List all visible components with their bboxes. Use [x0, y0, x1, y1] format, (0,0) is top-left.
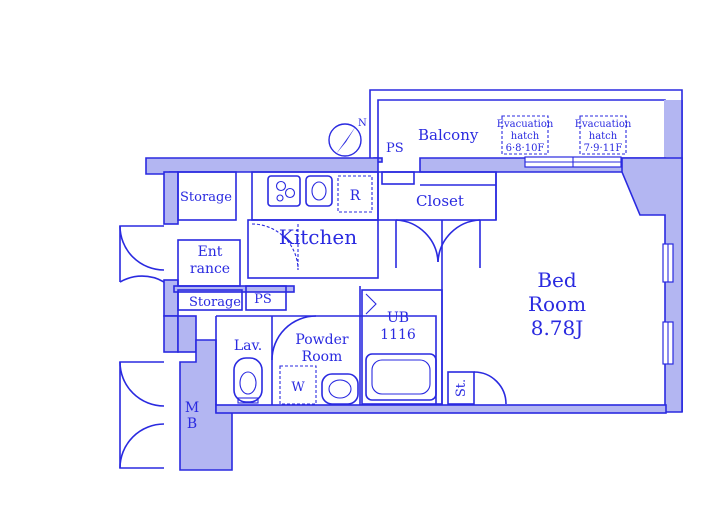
refrigerator-label: R — [350, 188, 361, 204]
evac1-line3: 6·8·10F — [506, 143, 545, 154]
evac2-line3: 7·9·11F — [584, 143, 623, 154]
powder-room-label-line2: Room — [302, 349, 343, 365]
evac1-line2: hatch — [511, 131, 540, 142]
evacuation-hatch-box-1 — [501, 115, 549, 155]
ps-small-label: PS — [254, 292, 272, 307]
vanity-basin — [321, 373, 359, 405]
washer-space — [279, 365, 317, 405]
ps-top-label: PS — [386, 141, 404, 156]
compass-north-label: N — [358, 118, 367, 129]
mb-label-line1: M — [185, 400, 199, 416]
evac2-line1: Evacuation — [575, 119, 632, 130]
powder-room-label-line1: Powder — [295, 332, 349, 348]
closet-label: Closet — [416, 192, 464, 210]
toilet — [233, 357, 263, 404]
ub-label-line1: UB — [387, 310, 409, 326]
balcony-label: Balcony — [418, 126, 479, 144]
lav-label: Lav. — [234, 338, 262, 354]
evac1-line1: Evacuation — [497, 119, 554, 130]
entrance-label-line1: Ent — [198, 244, 223, 260]
storage-top-label: Storage — [180, 190, 232, 205]
balcony-sliding-door — [524, 156, 622, 168]
interior-walls — [177, 171, 497, 405]
north-compass: N — [328, 118, 367, 157]
bedroom-label-line2: Room — [528, 292, 586, 316]
mb-label-line2: B — [187, 416, 197, 432]
refrigerator-space — [337, 175, 373, 213]
evacuation-hatch-box-2 — [579, 115, 627, 155]
bathtub — [365, 353, 437, 401]
doors — [119, 219, 507, 469]
bedroom-label-line3: 8.78J — [531, 316, 584, 340]
kitchen-sink — [305, 175, 333, 207]
evac2-line2: hatch — [589, 131, 618, 142]
kitchen-label: Kitchen — [279, 225, 357, 249]
kitchen-stove — [267, 175, 301, 207]
ub-door-marker — [365, 293, 377, 315]
bedroom-windows — [662, 243, 674, 365]
ub-label-line2: 1116 — [380, 327, 416, 343]
washer-label: W — [291, 380, 305, 395]
entrance-label-line2: rance — [190, 261, 230, 277]
ps-shaft-top — [381, 171, 415, 185]
storage-bottom-label: Storage — [189, 295, 241, 310]
st-label: St. — [454, 379, 469, 397]
bedroom-label-line1: Bed — [537, 268, 577, 292]
